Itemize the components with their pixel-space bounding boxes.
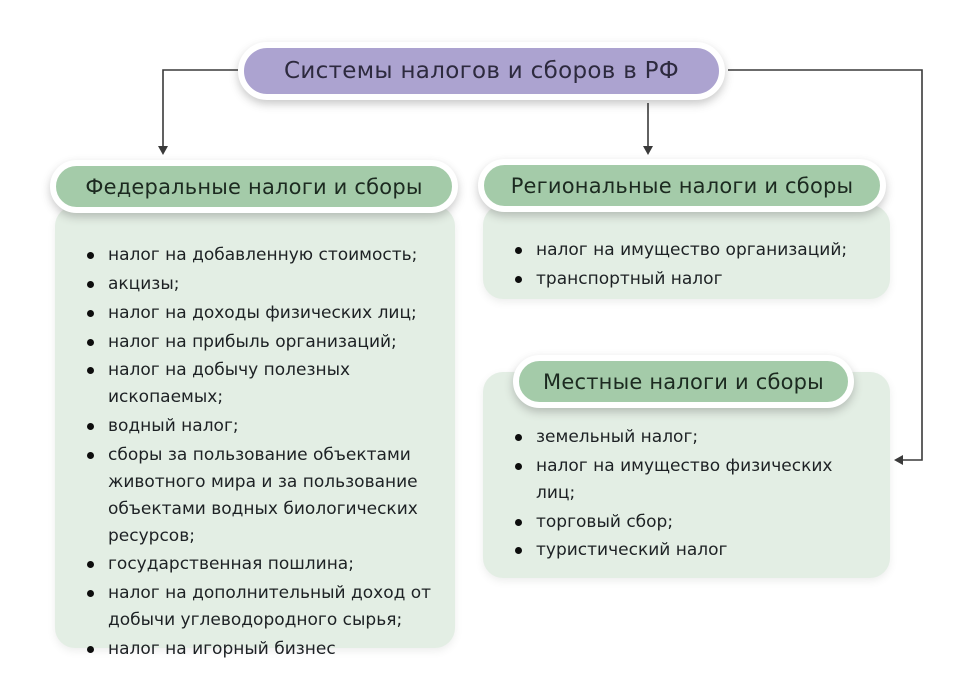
federal-header-label: Федеральные налоги и сборы bbox=[85, 174, 423, 199]
root-node-label: Системы налогов и сборов в РФ bbox=[284, 58, 679, 84]
root-node: Системы налогов и сборов в РФ bbox=[238, 42, 725, 100]
federal-card: налог на добавленную стоимость;акцизы;на… bbox=[55, 206, 455, 659]
list-item: налог на добавленную стоимость; bbox=[87, 242, 441, 269]
local-header: Местные налоги и сборы bbox=[513, 355, 854, 408]
list-item: налог на имущество организаций; bbox=[515, 237, 876, 264]
list-item: торговый сбор; bbox=[515, 509, 876, 536]
local-header-label: Местные налоги и сборы bbox=[543, 369, 824, 394]
regional-header-label: Региональные налоги и сборы bbox=[510, 173, 854, 198]
federal-header: Федеральные налоги и сборы bbox=[50, 160, 458, 213]
list-item: налог на имущество физических лиц; bbox=[515, 453, 876, 507]
federal-list: налог на добавленную стоимость;акцизы;на… bbox=[55, 242, 441, 663]
regional-card: налог на имущество организаций;транспорт… bbox=[483, 205, 890, 299]
arrowhead-down-regional-icon bbox=[643, 146, 653, 155]
arrowhead-left-local-icon bbox=[894, 455, 903, 465]
list-item: сборы за пользование объектами животного… bbox=[87, 442, 441, 549]
list-item: налог на игорный бизнес bbox=[87, 636, 441, 663]
list-item: государственная пошлина; bbox=[87, 551, 441, 578]
list-item: транспортный налог bbox=[515, 266, 876, 293]
connector-title-to-federal bbox=[162, 69, 238, 147]
list-item: туристический налог bbox=[515, 537, 876, 564]
list-item: налог на дополнительный доход от добычи … bbox=[87, 580, 441, 634]
list-item: налог на добычу полезных ископаемых; bbox=[87, 357, 441, 411]
regional-list: налог на имущество организаций;транспорт… bbox=[483, 237, 876, 293]
list-item: налог на доходы физических лиц; bbox=[87, 300, 441, 327]
list-item: налог на прибыль организаций; bbox=[87, 329, 441, 356]
regional-header: Региональные налоги и сборы bbox=[478, 159, 886, 212]
list-item: акцизы; bbox=[87, 271, 441, 298]
local-list: земельный налог;налог на имущество физич… bbox=[483, 424, 876, 564]
list-item: земельный налог; bbox=[515, 424, 876, 451]
arrowhead-down-federal-icon bbox=[158, 146, 168, 155]
list-item: водный налог; bbox=[87, 413, 441, 440]
